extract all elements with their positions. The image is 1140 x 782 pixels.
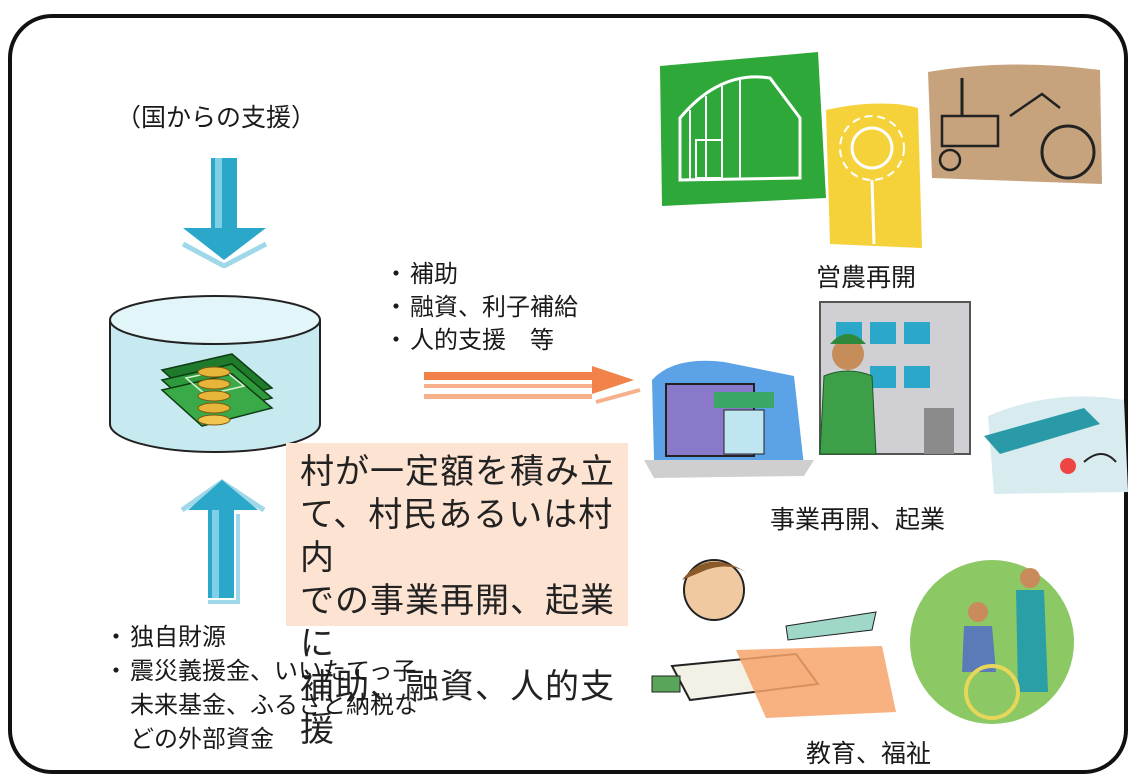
central-line: 村が一定額を積み立	[300, 452, 615, 492]
business-illustrations	[644, 301, 1128, 494]
down-arrow-icon	[181, 158, 268, 268]
funding-item: 震災義援金、いいたてっ子	[104, 654, 418, 688]
studying-boy-icon	[651, 559, 896, 718]
funding-item-continued: どの外部資金	[130, 725, 274, 753]
funding-sources-list: 独自財源 震災義援金、いいたてっ子 未来基金、ふるさと納税な どの外部資金	[104, 620, 418, 756]
funding-item-continued: 未来基金、ふるさと納税な	[130, 691, 418, 719]
outcome-business-label: 事業再開、起業	[770, 505, 946, 534]
tractor-icon	[928, 64, 1102, 184]
central-text-box: 村が一定額を積み立 て、村民あるいは村内 での事業再開、起業に 補助、融資、人的…	[286, 443, 628, 750]
sunflower-icon	[826, 103, 922, 248]
diagram-frame	[8, 14, 1128, 774]
support-item: 融資、利子補給	[384, 291, 578, 324]
support-item: 補助	[384, 258, 578, 291]
up-arrow-icon	[180, 478, 266, 604]
support-item: 人的支援 等	[384, 324, 578, 357]
greenhouse-icon	[660, 52, 826, 206]
right-arrow-icon	[424, 366, 641, 404]
support-items-list: 補助 融資、利子補給 人的支援 等	[384, 258, 578, 357]
farming-illustrations	[660, 52, 1102, 248]
worker-icon	[819, 334, 877, 455]
sewing-fabric-icon	[984, 396, 1128, 494]
shop-icon	[644, 360, 814, 478]
money-stack-icon	[160, 353, 274, 427]
outcome-education-label: 教育、福祉	[806, 739, 932, 768]
outcome-farming-label: 営農再開	[816, 263, 917, 292]
funding-item: 独自財源	[104, 620, 418, 654]
wheelchair-care-icon	[910, 560, 1074, 724]
central-line: て、村民あるいは村内	[300, 495, 614, 578]
fund-cylinder-icon	[109, 295, 321, 453]
education-welfare-illustrations	[651, 559, 1074, 724]
national-support-label: （国からの支援）	[116, 103, 317, 132]
